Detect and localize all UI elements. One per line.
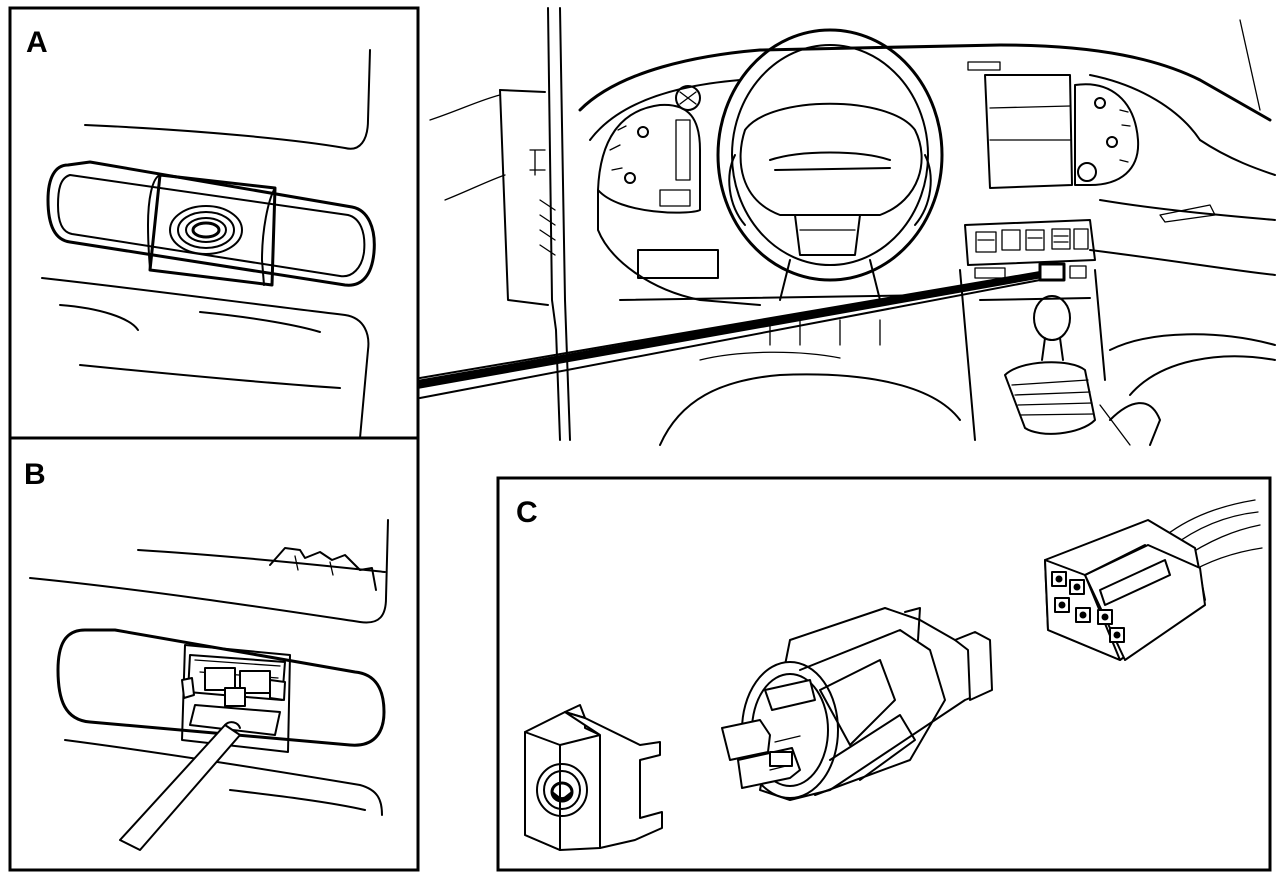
panel-c: C — [496, 476, 1272, 872]
panel-a-label: A — [26, 26, 48, 59]
lock-cap-part — [524, 704, 663, 851]
switch-housing-part — [721, 607, 993, 801]
panel-c-label: C — [516, 496, 538, 529]
panel-b-label: B — [24, 458, 46, 491]
switch-location-marker — [1038, 262, 1066, 282]
dashboard-overview — [419, 7, 1276, 446]
panel-a: A — [8, 6, 420, 440]
electrical-connector-part — [1044, 499, 1263, 661]
panel-b: B — [8, 436, 420, 872]
